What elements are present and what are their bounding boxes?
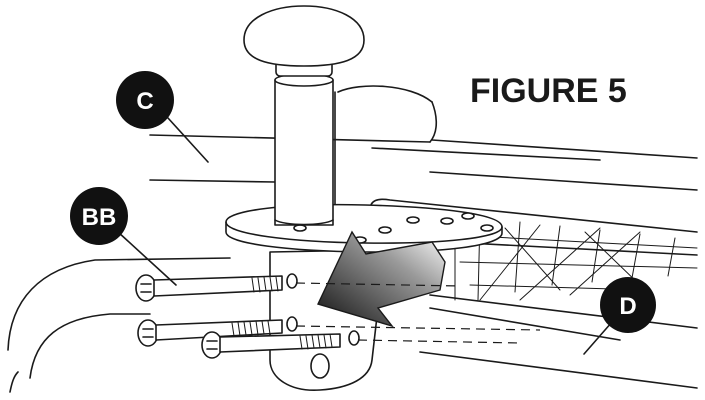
knob xyxy=(243,5,365,77)
leader-bb xyxy=(117,231,177,286)
frame-rails xyxy=(149,85,698,389)
callout-bb: BB xyxy=(70,187,128,245)
bolt-upper xyxy=(135,274,283,302)
callout-c: C xyxy=(116,71,174,129)
caster-plate xyxy=(225,203,503,253)
caster-post xyxy=(274,73,334,226)
callout-d: D xyxy=(600,277,656,333)
leader-d xyxy=(583,321,613,355)
insertion-arrow xyxy=(317,230,446,328)
callout-c-label: C xyxy=(136,88,153,115)
leader-c xyxy=(167,117,209,163)
bolt-middle xyxy=(137,319,283,347)
callout-bb-label: BB xyxy=(82,204,117,231)
callout-d-label: D xyxy=(619,293,636,320)
alignment-lines xyxy=(295,282,541,344)
figure-title: FIGURE 5 xyxy=(470,72,627,110)
bolt-lower xyxy=(201,331,341,359)
wheel xyxy=(7,257,231,393)
